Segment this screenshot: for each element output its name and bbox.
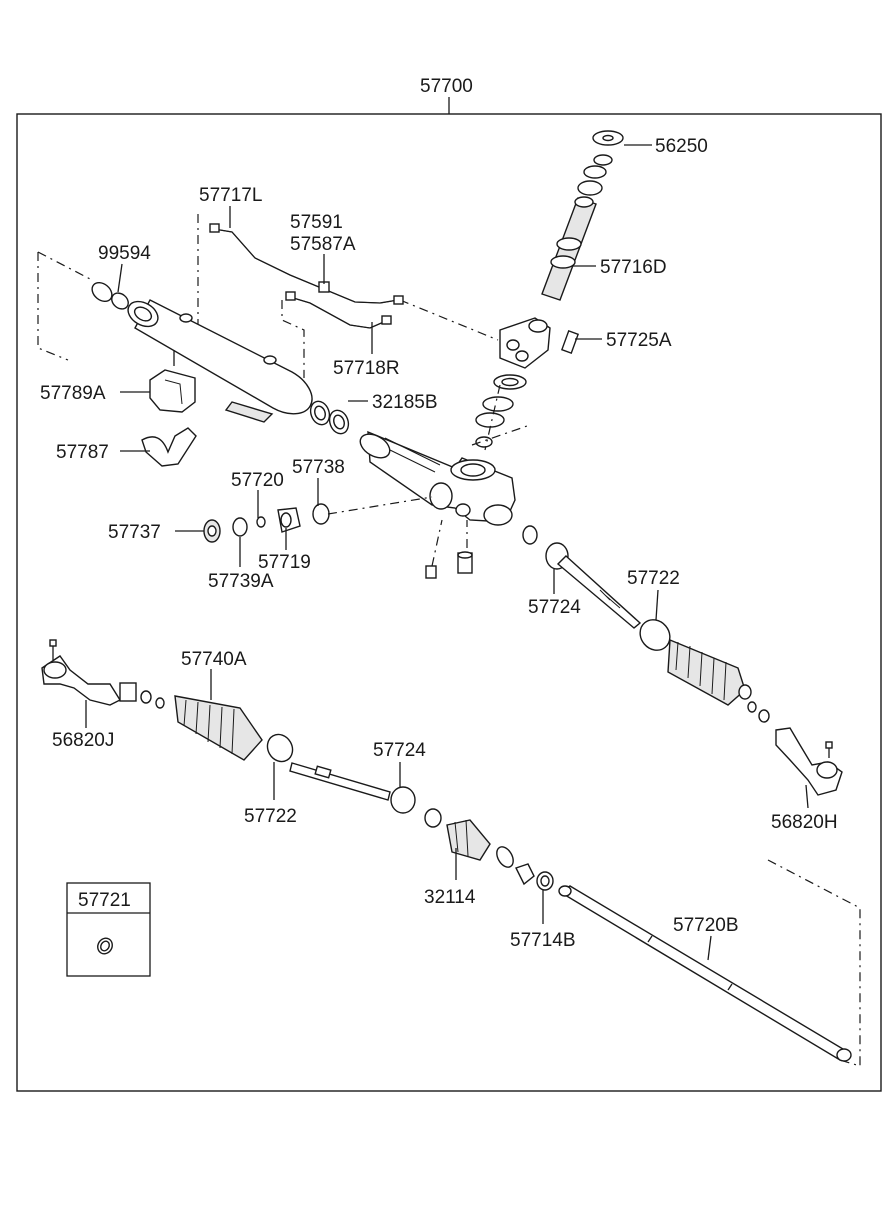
- right-tie-rod-group: [522, 525, 843, 796]
- pinion-valve-stack: [399, 130, 624, 451]
- callout-57738: 57738: [292, 457, 345, 478]
- callout-57720B: 57720B: [673, 915, 739, 936]
- callout-57789A: 57789A: [40, 383, 106, 404]
- leader-lines: [85, 144, 809, 961]
- callout-56820H: 56820H: [771, 812, 838, 833]
- callout-57722-left: 57722: [244, 806, 297, 827]
- pressure-lines: [197, 214, 404, 378]
- callout-57740A: 57740A: [181, 649, 247, 670]
- callout-57720: 57720: [231, 470, 284, 491]
- gear-housing: [359, 424, 531, 579]
- callout-57716D: 57716D: [600, 257, 667, 278]
- rack-bar: [558, 859, 861, 1067]
- callout-32185B: 32185B: [372, 392, 438, 413]
- callout-57724-upper: 57724: [528, 597, 581, 618]
- seal-pair: [309, 400, 350, 435]
- callout-57724-lower: 57724: [373, 740, 426, 761]
- callout-57787: 57787: [56, 442, 109, 463]
- callout-57737: 57737: [108, 522, 161, 543]
- callout-57739A: 57739A: [208, 571, 274, 592]
- callout-56250: 56250: [655, 136, 708, 157]
- assembly-number: 57700: [420, 76, 473, 97]
- callout-57591: 57591: [290, 212, 343, 233]
- callout-57714B: 57714B: [510, 930, 576, 951]
- callout-57718R: 57718R: [333, 358, 400, 379]
- callout-99594: 99594: [98, 243, 151, 264]
- callout-57725A: 57725A: [606, 330, 672, 351]
- rack-housing-tube: [37, 251, 313, 467]
- callout-57722-right: 57722: [627, 568, 680, 589]
- callout-57587A: 57587A: [290, 234, 356, 255]
- left-tie-rod-group: [41, 639, 554, 891]
- callout-57719: 57719: [258, 552, 311, 573]
- valve-small-parts: [203, 496, 433, 543]
- callout-57717L: 57717L: [199, 185, 262, 206]
- callout-56820J: 56820J: [52, 730, 114, 751]
- callout-labels: 56250 57717L 57591 57587A 99594 57716D 5…: [40, 136, 838, 951]
- callout-32114: 32114: [424, 887, 476, 908]
- inset-part-number: 57721: [78, 890, 131, 911]
- inset-part-box: 57721: [66, 882, 151, 977]
